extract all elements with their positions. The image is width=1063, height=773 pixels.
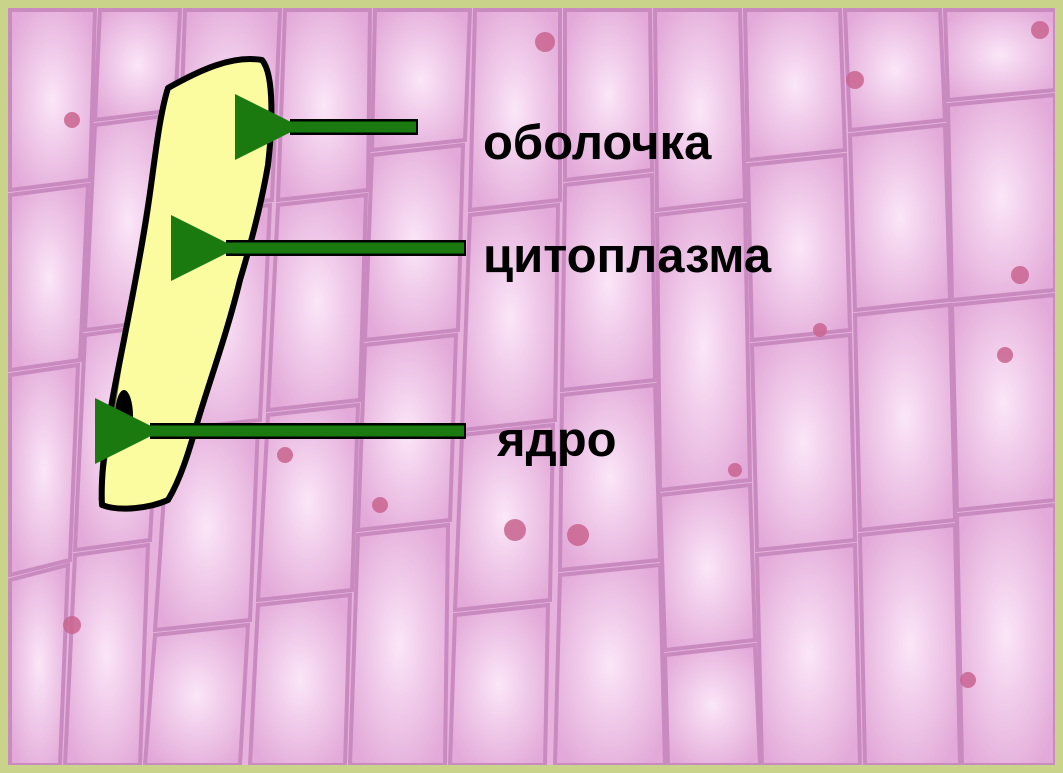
tissue-cell (65, 545, 148, 765)
tissue-nucleus (63, 616, 81, 634)
tissue-cell (850, 125, 950, 310)
label-nucleus: ядро (497, 416, 617, 465)
tissue-nucleus (1011, 266, 1029, 284)
tissue-cell (450, 605, 548, 765)
tissue-cell (10, 10, 95, 190)
tissue-nucleus (372, 497, 388, 513)
tissue-cell (665, 645, 760, 765)
tissue-nucleus (997, 347, 1013, 363)
label-cytoplasm: цитоплазма (483, 232, 771, 281)
tissue-cell (845, 10, 945, 130)
tissue-cell (278, 10, 370, 200)
tissue-cell (855, 305, 955, 530)
tissue-cell (948, 95, 1055, 300)
tissue-nucleus (504, 519, 526, 541)
label-membrane: оболочка (483, 119, 711, 168)
tissue-cell (655, 10, 745, 210)
tissue-nucleus (728, 463, 742, 477)
tissue-nucleus (64, 112, 80, 128)
tissue-cell (145, 625, 248, 765)
tissue-cell (860, 525, 960, 765)
tissue-cell (10, 365, 78, 575)
tissue-cell (952, 295, 1055, 510)
tissue-cell (555, 565, 665, 765)
tissue-cell (250, 595, 350, 765)
tissue-nucleus (535, 32, 555, 52)
tissue-cell (957, 505, 1055, 765)
tissue-cell (757, 545, 860, 765)
tissue-nucleus (277, 447, 293, 463)
tissue-cell (660, 485, 755, 650)
tissue-nucleus (846, 71, 864, 89)
tissue-cell (752, 335, 855, 550)
tissue-cell (10, 565, 68, 765)
tissue-nucleus (960, 672, 976, 688)
highlighted-cell-nucleus (115, 390, 133, 442)
tissue-cell (268, 195, 366, 410)
tissue-cell (10, 185, 88, 370)
tissue-cell (350, 525, 448, 765)
tissue-nucleus (567, 524, 589, 546)
tissue-cell (745, 10, 845, 160)
tissue-nucleus (813, 323, 827, 337)
tissue-nucleus (1031, 21, 1049, 39)
